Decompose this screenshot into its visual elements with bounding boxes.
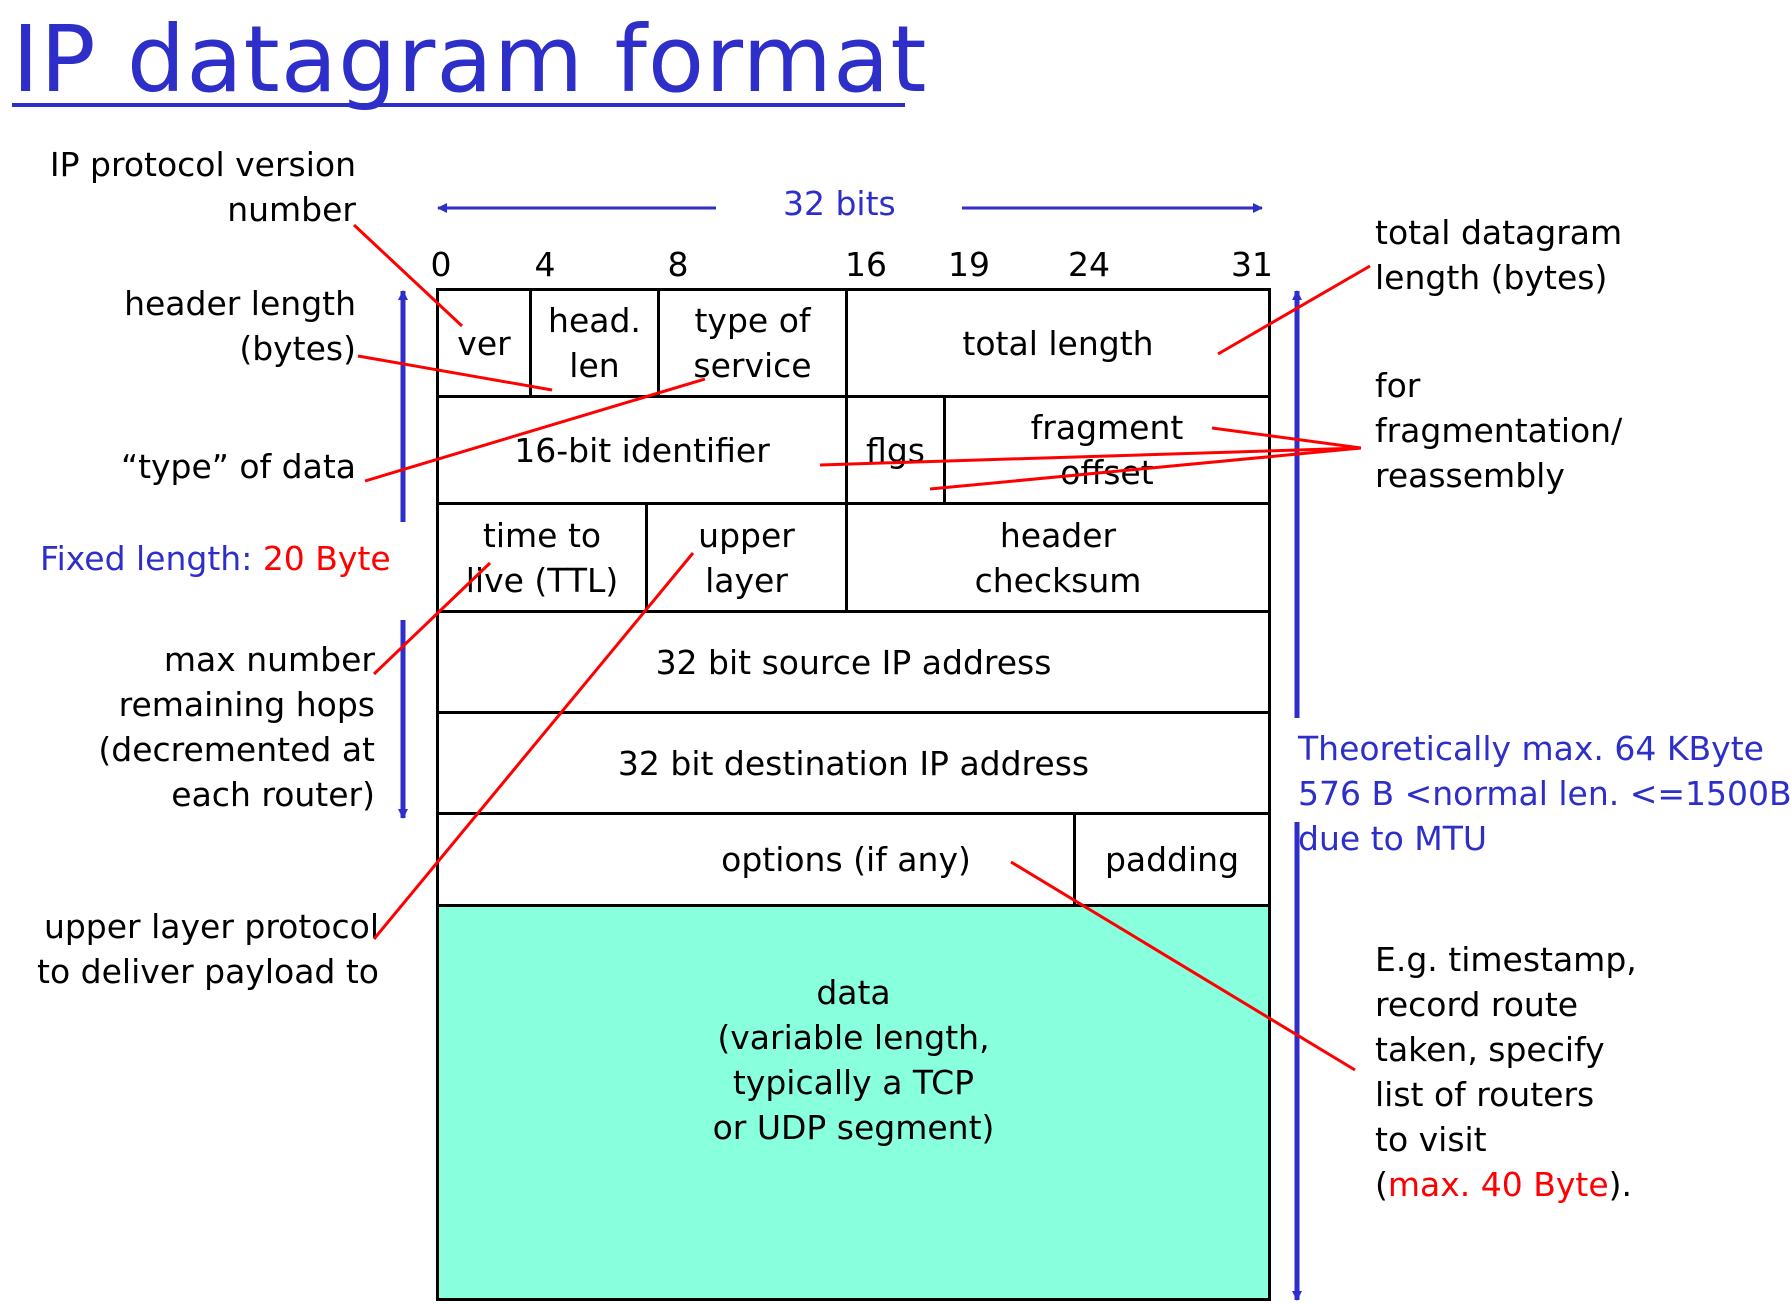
pointer-options xyxy=(1010,860,1356,1072)
row-divider-4 xyxy=(436,711,1271,714)
field-options: options (if any) xyxy=(721,840,971,879)
col-divider-padding xyxy=(1073,812,1076,905)
pointer-identifier xyxy=(819,446,1362,467)
field-total-length: total length xyxy=(962,323,1154,363)
col-divider-hlen xyxy=(657,288,660,396)
pointer-header-length xyxy=(357,354,553,392)
row-divider-1 xyxy=(436,395,1271,398)
note-fixed-length: Fixed length: 20 Byte xyxy=(40,539,391,578)
pointer-tos xyxy=(364,377,706,483)
field-destination-ip: 32 bit destination IP address xyxy=(617,743,1090,783)
bit-tick-24: 24 xyxy=(1068,245,1110,284)
bit-tick-8: 8 xyxy=(667,245,689,284)
bit-tick-0: 0 xyxy=(430,245,452,284)
field-identifier: 16-bit identifier xyxy=(514,430,770,470)
col-divider-19 xyxy=(943,395,946,503)
pointer-flags xyxy=(929,446,1362,491)
col-divider-ver xyxy=(529,288,532,396)
pointer-total-length xyxy=(1217,264,1371,356)
row-divider-5 xyxy=(436,812,1271,815)
bit-tick-4: 4 xyxy=(534,245,556,284)
title-underline xyxy=(12,103,905,107)
page-title: IP datagram format xyxy=(12,6,928,113)
data-area-fill xyxy=(437,907,1269,1299)
col-divider-16 xyxy=(845,288,848,610)
bits-width-label: 32 bits xyxy=(783,184,896,223)
pointer-upper-layer xyxy=(372,552,695,940)
field-source-ip: 32 bit source IP address xyxy=(655,642,1052,682)
row-divider-6 xyxy=(436,904,1271,907)
row-divider-2 xyxy=(436,502,1271,505)
bit-tick-31: 31 xyxy=(1231,245,1273,284)
field-header-length: head.len xyxy=(548,301,641,385)
row-divider-3 xyxy=(436,610,1271,613)
datagram-frame xyxy=(436,288,1271,1301)
pointer-ttl xyxy=(372,561,492,676)
note-header-length: header length(bytes) xyxy=(124,284,356,368)
pointer-version xyxy=(352,223,464,328)
bit-tick-19: 19 xyxy=(948,245,990,284)
field-padding: padding xyxy=(1104,840,1240,879)
pointer-fragment-offset xyxy=(1211,426,1362,450)
note-type-of-data: “type” of data xyxy=(120,447,356,486)
field-version: ver xyxy=(457,323,511,363)
field-data: data (variable length, typically a TCP o… xyxy=(712,973,995,1147)
bit-tick-16: 16 xyxy=(845,245,887,284)
col-divider-ttl xyxy=(645,502,648,610)
